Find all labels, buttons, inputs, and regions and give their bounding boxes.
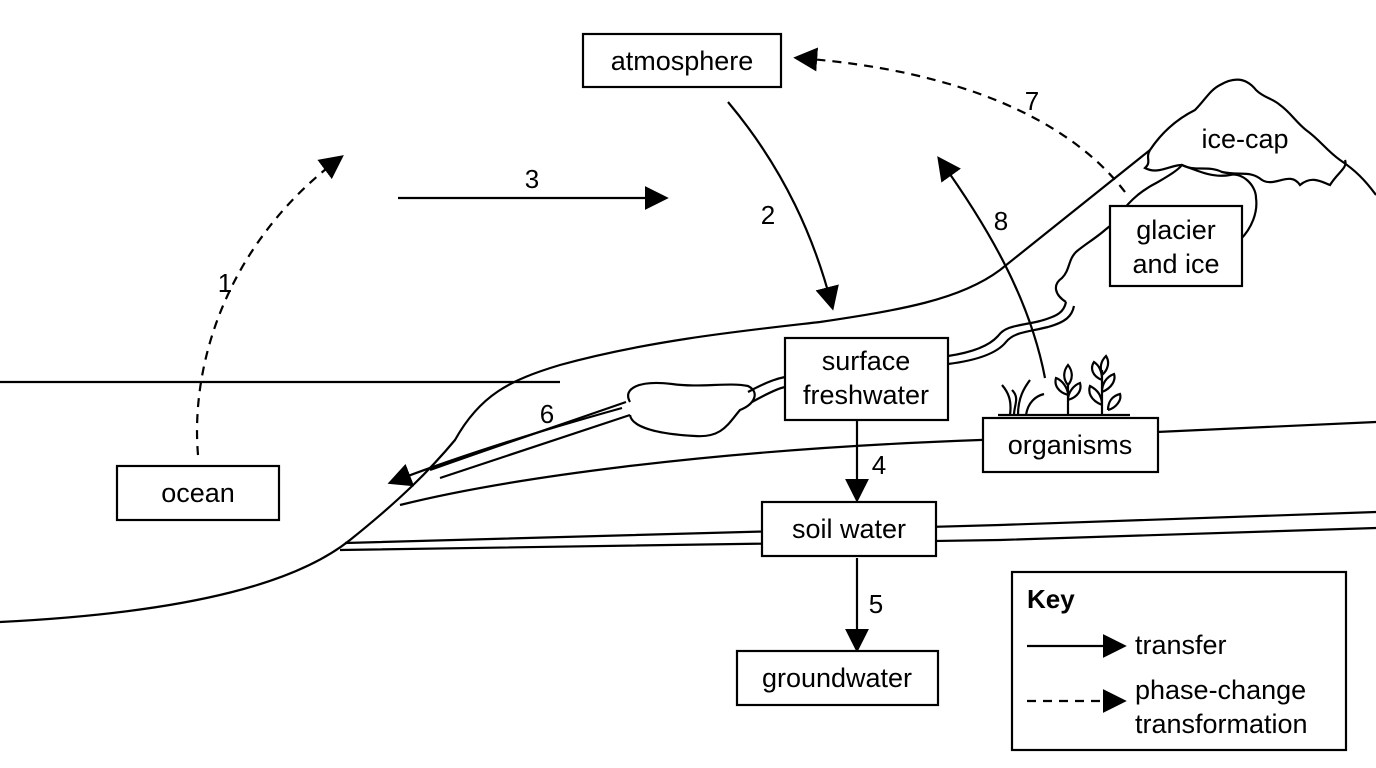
- node-surface-freshwater: surface freshwater: [783, 336, 950, 422]
- key-phase-change-label-line2: transformation: [1135, 709, 1308, 739]
- node-groundwater-label: groundwater: [762, 663, 912, 693]
- key-legend: Key transfer phase-change transformation: [1010, 570, 1348, 752]
- arrow-8-transpiration: [937, 156, 1047, 379]
- node-organisms: organisms: [981, 416, 1160, 474]
- node-surface-label-line2: freshwater: [803, 380, 929, 410]
- mountain-outline: [1149, 78, 1376, 196]
- arrow-number-1: 1: [218, 268, 232, 298]
- node-surface-label-line1: surface: [822, 346, 911, 376]
- river-upper-stream-a: [747, 301, 1068, 393]
- arrow-number-6: 6: [540, 399, 554, 429]
- arrow-number-3: 3: [525, 164, 539, 194]
- arrow-1-evaporation: [195, 155, 344, 456]
- arrow-7-sublimation: [793, 47, 1126, 193]
- arrow-6-runoff: [387, 406, 623, 487]
- land-surface-line: [0, 149, 1151, 624]
- soil-layer-line: [399, 420, 1376, 507]
- node-glacier-label-line1: glacier: [1136, 215, 1216, 245]
- node-groundwater: groundwater: [735, 649, 940, 707]
- ice-cap-outline: [1143, 149, 1347, 187]
- node-organisms-label: organisms: [1008, 430, 1133, 460]
- glacier-outline: [1054, 163, 1258, 303]
- key-transfer-label: transfer: [1135, 630, 1227, 660]
- arrow-number-4: 4: [872, 450, 886, 480]
- arrow-number-8: 8: [994, 206, 1008, 236]
- landscape: [0, 78, 1376, 624]
- arrow-number-2: 2: [761, 200, 775, 230]
- node-ocean-label: ocean: [161, 478, 235, 508]
- arrow-2-precipitation: [727, 101, 839, 311]
- node-atmosphere-label: atmosphere: [611, 46, 754, 76]
- key-title: Key: [1027, 584, 1075, 614]
- arrow-numbers: 1 3 2 7 8 6 4 5: [218, 86, 1039, 619]
- lake: [627, 381, 756, 438]
- node-soil-water-label: soil water: [792, 514, 906, 544]
- node-atmosphere: atmosphere: [581, 32, 783, 89]
- node-glacier-label-line2: and ice: [1132, 249, 1219, 279]
- node-ocean: ocean: [115, 464, 281, 522]
- arrow-number-7: 7: [1025, 86, 1039, 116]
- node-glacier-and-ice: glacier and ice: [1108, 204, 1244, 288]
- river-bank-lower: [439, 413, 631, 480]
- node-soil-water: soil water: [760, 500, 938, 558]
- arrows: [195, 47, 1126, 653]
- arrow-number-5: 5: [869, 589, 883, 619]
- plants-icon: [998, 354, 1130, 417]
- river-upper-stream-b: [751, 305, 1076, 403]
- key-phase-change-label-line1: phase-change: [1135, 675, 1306, 705]
- ice-cap-label: ice-cap: [1201, 124, 1288, 154]
